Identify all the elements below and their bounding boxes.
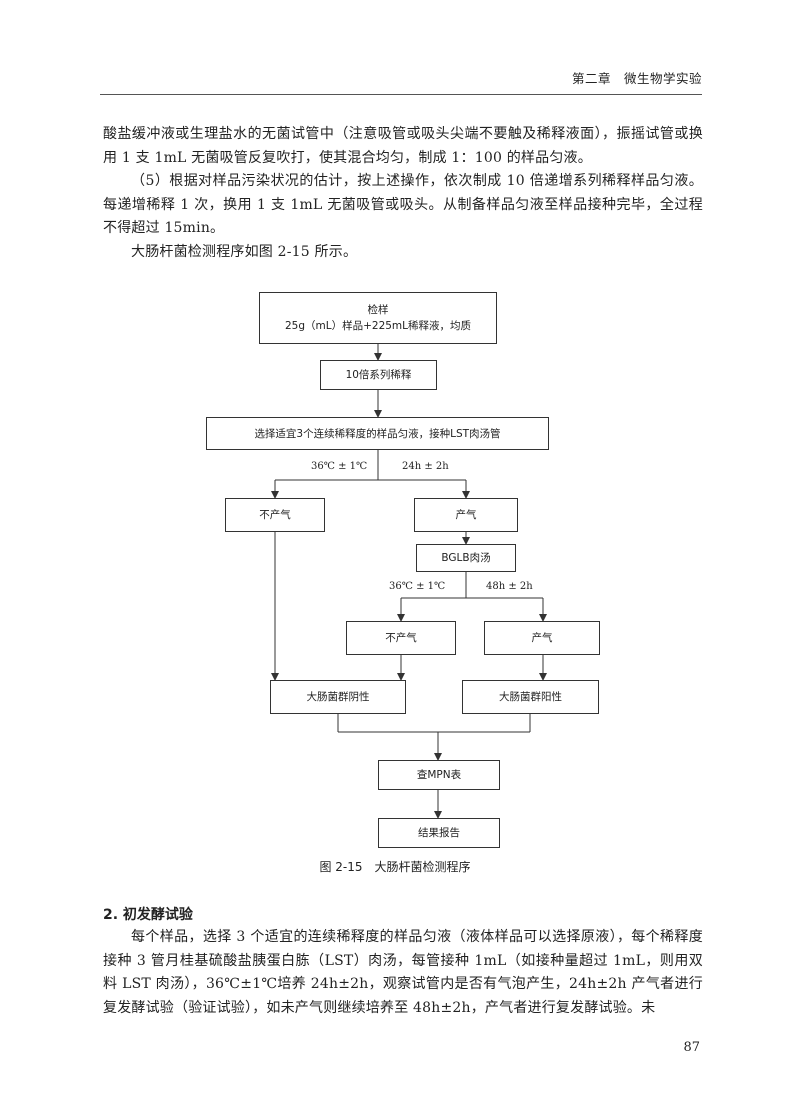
paragraph-2: （5）根据对样品污染状况的估计，按上述操作，依次制成 10 倍递增系列稀释样品匀… (103, 173, 703, 236)
header-rule (100, 94, 702, 95)
sample-box: 检样 25g（mL）样品+225mL稀释液，均质 (259, 292, 497, 344)
no-gas-box-2: 不产气 (346, 621, 456, 655)
bglb-box: BGLB肉汤 (416, 544, 516, 572)
positive-box: 大肠菌群阳性 (462, 680, 599, 714)
condition-1-temp: 36℃ ± 1℃ (311, 461, 368, 472)
paragraph-block-top: 酸盐缓冲液或生理盐水的无菌试管中（注意吸管或吸头尖端不要触及稀释液面），振摇试管… (103, 123, 703, 264)
condition-2-time: 48h ± 2h (486, 581, 533, 592)
page-number: 87 (683, 1040, 700, 1055)
gas-box-1: 产气 (414, 498, 518, 532)
condition-1-time: 24h ± 2h (402, 461, 449, 472)
flowchart-figure: 检样 25g（mL）样品+225mL稀释液，均质 10倍系列稀释 选择适宜3个连… (0, 280, 790, 870)
sample-title: 检样 (367, 304, 389, 316)
gas-box-2: 产气 (484, 621, 600, 655)
paragraph-block-bottom: 每个样品，选择 3 个适宜的连续稀释度的样品匀液（液体样品可以选择原液），每个稀… (103, 926, 703, 1020)
negative-box: 大肠菌群阴性 (270, 680, 406, 714)
section-title: 2. 初发酵试验 (103, 907, 193, 923)
paragraph-3: 大肠杆菌检测程序如图 2-15 所示。 (131, 243, 358, 260)
figure-caption: 图 2-15 大肠杆菌检测程序 (319, 860, 471, 874)
paragraph-1: 酸盐缓冲液或生理盐水的无菌试管中（注意吸管或吸头尖端不要触及稀释液面），振摇试管… (103, 126, 703, 166)
no-gas-box-1: 不产气 (225, 498, 325, 532)
mpn-box: 查MPN表 (378, 760, 500, 790)
flowchart-connectors (271, 344, 547, 819)
sample-detail: 25g（mL）样品+225mL稀释液，均质 (284, 320, 472, 332)
chapter-header: 第二章 微生物学实验 (571, 71, 702, 86)
inoculate-box: 选择适宜3个连续稀释度的样品匀液，接种LST肉汤管 (206, 417, 549, 450)
report-box: 结果报告 (378, 818, 500, 848)
dilution-box: 10倍系列稀释 (320, 360, 437, 390)
condition-2-temp: 36℃ ± 1℃ (389, 581, 446, 592)
section-body: 每个样品，选择 3 个适宜的连续稀释度的样品匀液（液体样品可以选择原液），每个稀… (103, 929, 703, 1016)
